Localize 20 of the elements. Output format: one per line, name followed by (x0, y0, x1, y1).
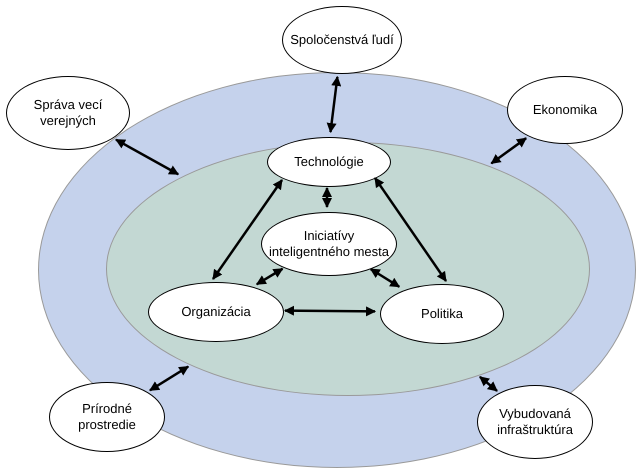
double-arrow (326, 76, 342, 134)
node-label: Prírodné prostredie (77, 401, 137, 433)
double-arrow (374, 177, 448, 282)
double-arrow (370, 268, 400, 288)
node-label: Organizácia (181, 304, 251, 320)
node-label: Spoločenstvá ľudí (290, 32, 394, 48)
node-label: Správa vecí verejných (32, 97, 104, 129)
double-arrow (115, 138, 180, 176)
double-arrow (322, 187, 332, 208)
double-arrow (479, 376, 498, 392)
double-arrow (284, 306, 376, 316)
node-label: Technológie (294, 154, 364, 170)
node-label: Vybudovaná infraštruktúra (496, 406, 574, 438)
node-label: Politika (421, 306, 463, 322)
node-label: Iniciatívy inteligentného mesta (268, 228, 390, 260)
node-label: Ekonomika (532, 102, 598, 118)
double-arrow (490, 137, 527, 164)
double-arrow (256, 268, 284, 286)
double-arrow (149, 366, 190, 392)
double-arrow (212, 179, 284, 280)
